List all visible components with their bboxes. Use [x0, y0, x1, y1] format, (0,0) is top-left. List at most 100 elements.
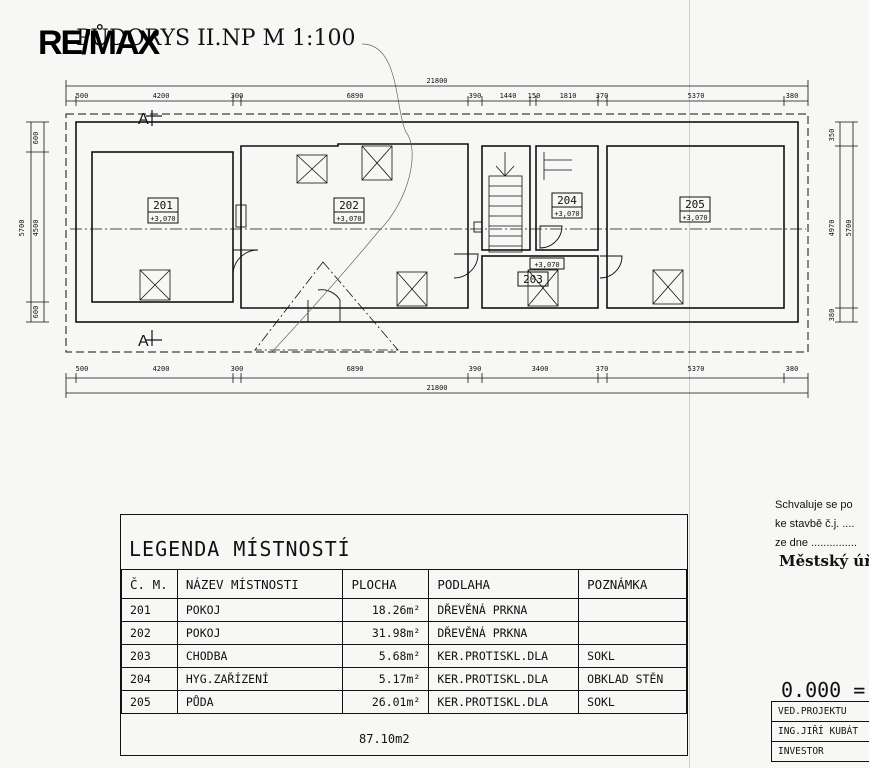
cell-room-name: POKOJ — [176, 621, 344, 645]
room-201-outline — [91, 151, 234, 303]
dim-bottom: 300 — [231, 365, 244, 373]
remax-logo: RE/MAX — [38, 24, 160, 62]
approval-line: Schvaluje se po — [775, 499, 853, 511]
section-mark-top: A — [138, 111, 149, 128]
dim-bottom: 3400 — [532, 365, 549, 373]
room-number: 205 — [685, 198, 705, 211]
dimension-lines — [30, 85, 854, 394]
room-level: +3,070 — [336, 215, 361, 223]
stair-room-outline — [481, 145, 531, 251]
cell-note: SOKL — [578, 644, 687, 668]
room-203-outline — [481, 255, 599, 309]
dim-bottom: 5370 — [688, 365, 705, 373]
dim-top: 390 — [469, 92, 482, 100]
pencil-stroke — [271, 43, 413, 353]
title-block-row: INVESTOR — [771, 742, 869, 762]
dim-total-bottom: 21800 — [426, 384, 447, 392]
table-header-row: Č. M. NÁZEV MÍSTNOSTI PLOCHA PODLAHA POZ… — [121, 569, 687, 599]
cell-room-no: 204 — [121, 667, 178, 691]
table-row: 202 POKOJ 31.98m² DŘEVĚNÁ PRKNA — [121, 621, 687, 645]
cell-floor: KER.PROTISKL.DLA — [428, 644, 580, 668]
room-legend: LEGENDA MÍSTNOSTÍ Č. M. NÁZEV MÍSTNOSTI … — [120, 514, 688, 756]
staircase-204 — [543, 152, 572, 180]
approval-line: ke stavbě č.j. .... — [775, 518, 855, 530]
dim-top: 500 — [76, 92, 89, 100]
dim-right: 350 — [828, 129, 836, 142]
legend-title: LEGENDA MÍSTNOSTÍ — [129, 537, 351, 561]
header-room-no: Č. M. — [121, 569, 178, 599]
dim-bottom: 4200 — [153, 365, 170, 373]
approval-note: Schvaluje se po ke stavbě č.j. .... ze d… — [775, 496, 857, 553]
cell-room-no: 201 — [121, 598, 178, 622]
room-level: +3,070 — [534, 261, 559, 269]
dim-top: 1440 — [500, 92, 517, 100]
header-room-name: NÁZEV MÍSTNOSTI — [176, 569, 344, 599]
dim-top: 300 — [231, 92, 244, 100]
dim-left-total: 5700 — [18, 220, 26, 237]
staircase — [488, 152, 523, 253]
cell-room-no: 202 — [121, 621, 178, 645]
cell-note: OBKLAD STĚN — [578, 667, 687, 691]
cell-note: SOKL — [578, 690, 687, 714]
roof-outline — [65, 113, 809, 353]
room-label-boxes — [147, 192, 711, 287]
dim-right: 380 — [828, 309, 836, 322]
cell-area: 31.98m² — [342, 621, 430, 645]
elevation-reference: 0.000 = — [781, 678, 866, 702]
dim-total-top: 21800 — [426, 77, 447, 85]
title-block-row: VED.PROJEKTU — [771, 702, 869, 722]
header-floor: PODLAHA — [428, 569, 580, 599]
dim-bottom: 380 — [786, 365, 799, 373]
dim-top: 380 — [786, 92, 799, 100]
plan-title: PŮDORYS II.NP M 1:100 — [76, 26, 356, 51]
dim-right: 4970 — [828, 220, 836, 237]
table-row: 205 PŮDA 26.01m² KER.PROTISKL.DLA SOKL — [121, 690, 687, 714]
cell-note — [578, 598, 687, 622]
room-level: +3,070 — [554, 210, 579, 218]
roof-windows — [139, 145, 684, 307]
office-name: Městský úř — [779, 552, 869, 570]
cell-room-name: CHODBA — [176, 644, 344, 668]
header-area: PLOCHA — [342, 569, 430, 599]
section-markers — [146, 110, 162, 346]
room-number: 201 — [153, 199, 173, 212]
table-row: 201 POKOJ 18.26m² DŘEVĚNÁ PRKNA — [121, 598, 687, 622]
cell-area: 5.17m² — [342, 667, 430, 691]
total-area: 87.10m2 — [359, 732, 410, 746]
doors — [232, 204, 623, 323]
room-table: Č. M. NÁZEV MÍSTNOSTI PLOCHA PODLAHA POZ… — [121, 569, 687, 714]
room-202-outline — [240, 143, 469, 309]
dim-left: 600 — [32, 306, 40, 319]
section-mark-bottom: A — [138, 333, 149, 350]
dim-bottom: 6890 — [347, 365, 364, 373]
cell-room-name: PŮDA — [176, 690, 344, 714]
floor-plan: 21800 500 4200 300 6890 390 1440 150 181… — [18, 43, 858, 398]
cell-floor: KER.PROTISKL.DLA — [428, 690, 580, 714]
dim-top: 1810 — [560, 92, 577, 100]
dim-top: 150 — [528, 92, 541, 100]
room-number: 202 — [339, 199, 359, 212]
dim-bottom: 500 — [76, 365, 89, 373]
table-row: 203 CHODBA 5.68m² KER.PROTISKL.DLA SOKL — [121, 644, 687, 668]
dim-left: 4500 — [32, 220, 40, 237]
room-number: 204 — [557, 194, 577, 207]
dim-right-total: 5700 — [845, 220, 853, 237]
cell-area: 5.68m² — [342, 644, 430, 668]
dim-left: 600 — [32, 132, 40, 145]
cell-room-name: HYG.ZAŘÍZENÍ — [176, 667, 344, 691]
room-204-outline — [535, 145, 599, 251]
title-block-row: ING.JIŘÍ KUBÁT — [771, 722, 869, 742]
dim-bottom: 370 — [596, 365, 609, 373]
cell-room-name: POKOJ — [176, 598, 344, 622]
dim-top: 4200 — [153, 92, 170, 100]
dim-top: 5370 — [688, 92, 705, 100]
cell-area: 26.01m² — [342, 690, 430, 714]
title-block: VED.PROJEKTU ING.JIŘÍ KUBÁT INVESTOR — [771, 701, 869, 762]
approval-line: ze dne ............... — [775, 537, 857, 549]
dimension-ticks — [26, 80, 858, 398]
room-number: 203 — [523, 273, 543, 286]
cell-note — [578, 621, 687, 645]
dim-top: 370 — [596, 92, 609, 100]
paper-fold-line — [689, 0, 690, 768]
outer-wall — [75, 121, 799, 323]
